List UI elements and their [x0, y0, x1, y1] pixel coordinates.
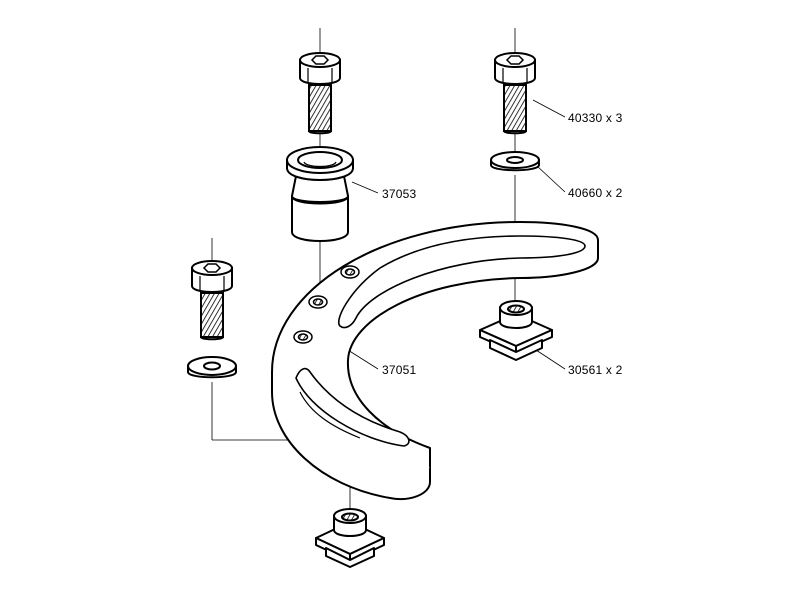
- cap-screw-icon: [191, 260, 233, 341]
- cap-screw-icon: [299, 52, 341, 135]
- callout-bracket-label: 37051: [382, 363, 417, 377]
- bracket-holes: [293, 265, 360, 344]
- washer-icon: [187, 356, 237, 379]
- spacer-bushing-icon: [286, 146, 354, 242]
- callout-nut-label: 30561 x 2: [568, 363, 623, 377]
- callout-spacer-label: 37053: [382, 187, 417, 201]
- curved-bracket-icon: [271, 221, 599, 500]
- callout-washer-label: 40660 x 2: [568, 186, 623, 200]
- t-slot-nut-icon: [479, 300, 553, 361]
- washer-icon: [490, 151, 540, 172]
- t-slot-nut-icon: [315, 508, 385, 568]
- callout-bolt-label: 40330 x 3: [568, 111, 623, 125]
- cap-screw-icon: [494, 52, 536, 135]
